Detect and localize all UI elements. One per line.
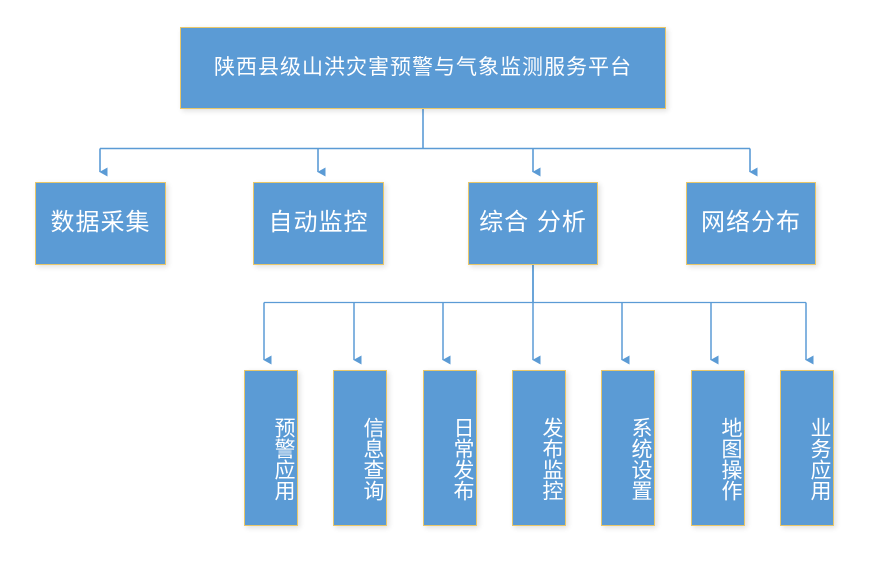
node-level3-system-settings[interactable]: 系统设置 bbox=[601, 370, 655, 526]
node-level3-daily-release[interactable]: 日常发布 bbox=[423, 370, 477, 526]
node-level3-warning-application[interactable]: 预警应用 bbox=[244, 370, 298, 526]
node-level2-network-distribution[interactable]: 网络分布 bbox=[686, 182, 816, 265]
node-level3-business-application[interactable]: 业务应用 bbox=[780, 370, 834, 526]
node-root-platform[interactable]: 陕西县级山洪灾害预警与气象监测服务平台 bbox=[180, 27, 666, 109]
node-level2-data-collection[interactable]: 数据采集 bbox=[35, 182, 166, 265]
node-level3-information-query[interactable]: 信息查询 bbox=[333, 370, 387, 526]
connector-level2-to-level3 bbox=[263, 265, 814, 365]
node-level2-comprehensive-analysis[interactable]: 综合 分析 bbox=[468, 182, 598, 265]
node-level3-map-operation[interactable]: 地图操作 bbox=[691, 370, 745, 526]
connector-root-to-level2 bbox=[99, 109, 758, 177]
node-level2-auto-monitoring[interactable]: 自动监控 bbox=[253, 182, 384, 265]
node-level3-release-monitoring[interactable]: 发布监控 bbox=[512, 370, 566, 526]
